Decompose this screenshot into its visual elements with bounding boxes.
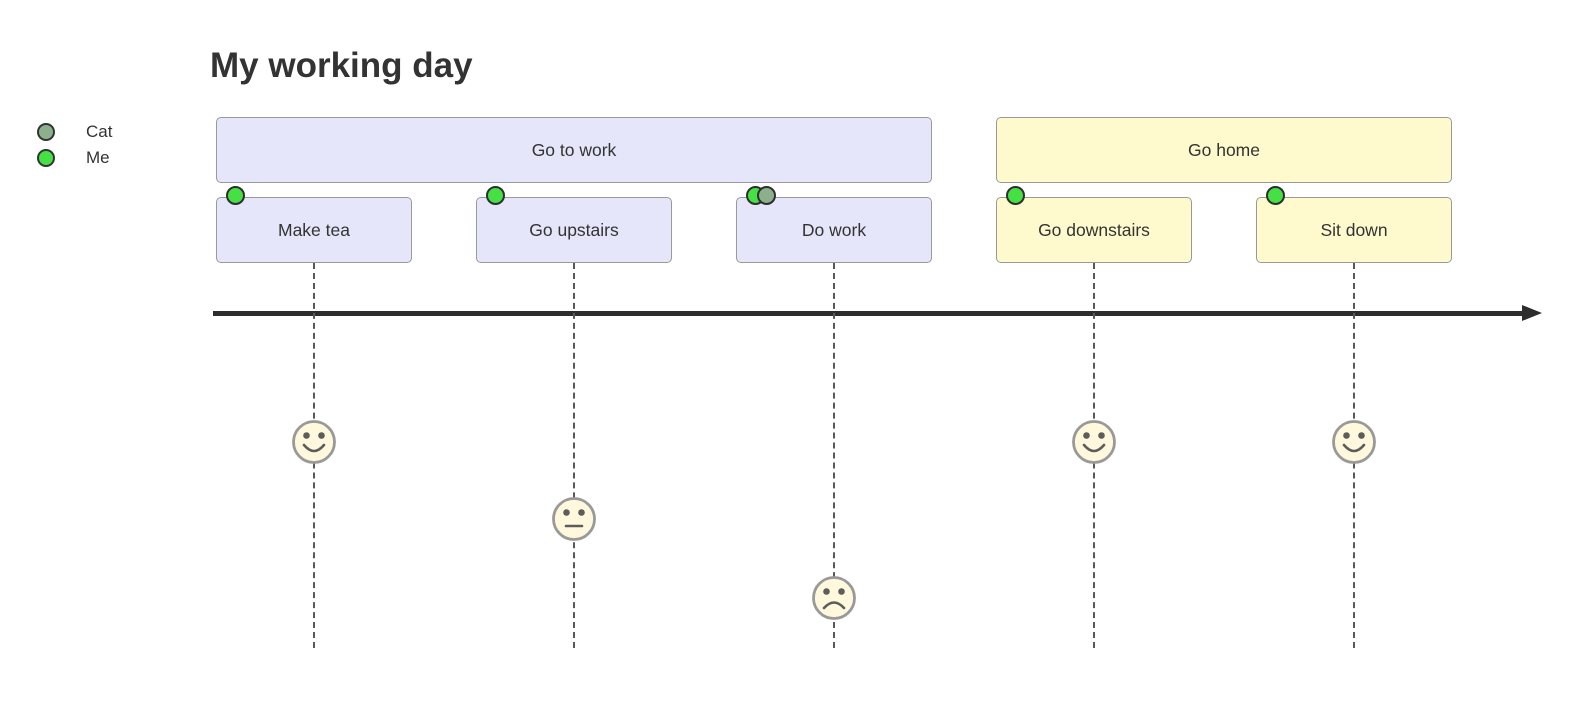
me-actor-dot-icon: [1266, 186, 1285, 205]
task-sit-down: Sit down: [1256, 197, 1452, 263]
task-label: Sit down: [1320, 219, 1388, 240]
me-actor-dot-icon: [1006, 186, 1025, 205]
task-make-tea: Make tea: [216, 197, 412, 263]
diagram-title: My working day: [210, 46, 473, 85]
legend-label-me: Me: [86, 148, 110, 167]
cat-actor-dot-icon: [37, 123, 55, 141]
task-label: Go upstairs: [529, 219, 619, 240]
legend-label-cat: Cat: [86, 122, 113, 141]
neutral-face-icon: [552, 497, 596, 541]
task-label: Do work: [801, 219, 867, 240]
sad-face-icon: [812, 576, 856, 620]
task-label: Go downstairs: [1038, 219, 1150, 240]
happy-face-icon: [292, 420, 336, 464]
timeline-axis: [213, 311, 1526, 316]
happy-face-icon: [1332, 420, 1376, 464]
task-do-work: Do work: [736, 197, 932, 263]
task-guide-line: [833, 263, 835, 648]
task-go-upstairs: Go upstairs: [476, 197, 672, 263]
me-actor-dot-icon: [486, 186, 505, 205]
section-label: Go to work: [531, 139, 617, 160]
me-actor-dot-icon: [37, 149, 55, 167]
me-actor-dot-icon: [226, 186, 245, 205]
task-guide-line: [573, 263, 575, 648]
section-label: Go home: [1188, 139, 1260, 160]
cat-actor-dot-icon: [757, 186, 776, 205]
task-label: Make tea: [278, 219, 350, 240]
section-bar-go-to-work: Go to work: [216, 117, 932, 183]
task-go-downstairs: Go downstairs: [996, 197, 1192, 263]
section-bar-go-home: Go home: [996, 117, 1452, 183]
happy-face-icon: [1072, 420, 1116, 464]
timeline-arrowhead-icon: [1522, 305, 1542, 321]
